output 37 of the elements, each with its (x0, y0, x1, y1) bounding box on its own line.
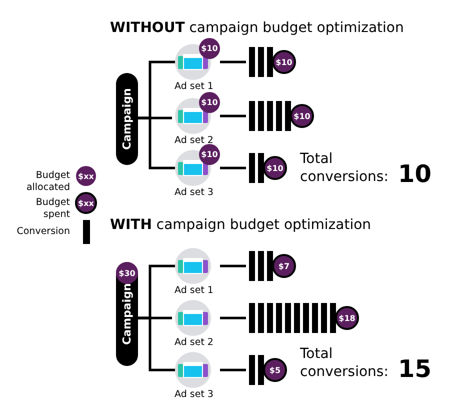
connector-line (220, 264, 246, 268)
ad-set-caption: Ad set 3 (174, 187, 214, 198)
total-conversions-label: Total conversions: (300, 345, 390, 381)
budget-badge: $10 (199, 38, 220, 59)
campaign-label: Campaign (120, 283, 134, 345)
legend-swatch: $xx (75, 192, 97, 214)
total-conversions-label: Total conversions: (300, 150, 390, 186)
legend-label: Budget allocated (25, 170, 70, 194)
ad-set-caption: Ad set 1 (174, 81, 214, 92)
budget-badge: $10 (199, 92, 220, 113)
connector-line (220, 166, 246, 170)
ad-set-caption: Ad set 1 (174, 285, 214, 296)
connector-line (220, 114, 246, 118)
total-conversions-value: 15 (398, 355, 432, 383)
total-conversions-value: 10 (398, 160, 432, 188)
connector-line (138, 316, 175, 372)
budget-spent-badge: $10 (263, 156, 287, 180)
legend-swatch: $xx (76, 166, 96, 186)
ad-set-caption: Ad set 2 (174, 337, 214, 348)
budget-spent-badge: $10 (290, 104, 314, 128)
legend-label: Conversion (16, 226, 70, 238)
connector-line (220, 368, 246, 372)
legend-label: Budget spent (34, 197, 70, 221)
budget-spent-badge: $18 (335, 306, 359, 330)
budget-badge: $30 (116, 262, 138, 284)
connector-line (220, 60, 246, 64)
connector-line (138, 116, 175, 170)
ad-set-caption: Ad set 3 (174, 389, 214, 400)
ad-set-caption: Ad set 2 (174, 135, 214, 146)
budget-spent-badge: $10 (272, 50, 296, 74)
budget-spent-badge: $7 (272, 254, 296, 278)
budget-badge: $10 (199, 144, 220, 165)
connector-line (220, 316, 246, 320)
section-heading: WITH campaign budget optimization (110, 217, 372, 233)
section-heading: WITHOUT campaign budget optimization (110, 20, 404, 36)
budget-spent-badge: $5 (263, 358, 287, 382)
campaign-label: Campaign (120, 88, 134, 150)
